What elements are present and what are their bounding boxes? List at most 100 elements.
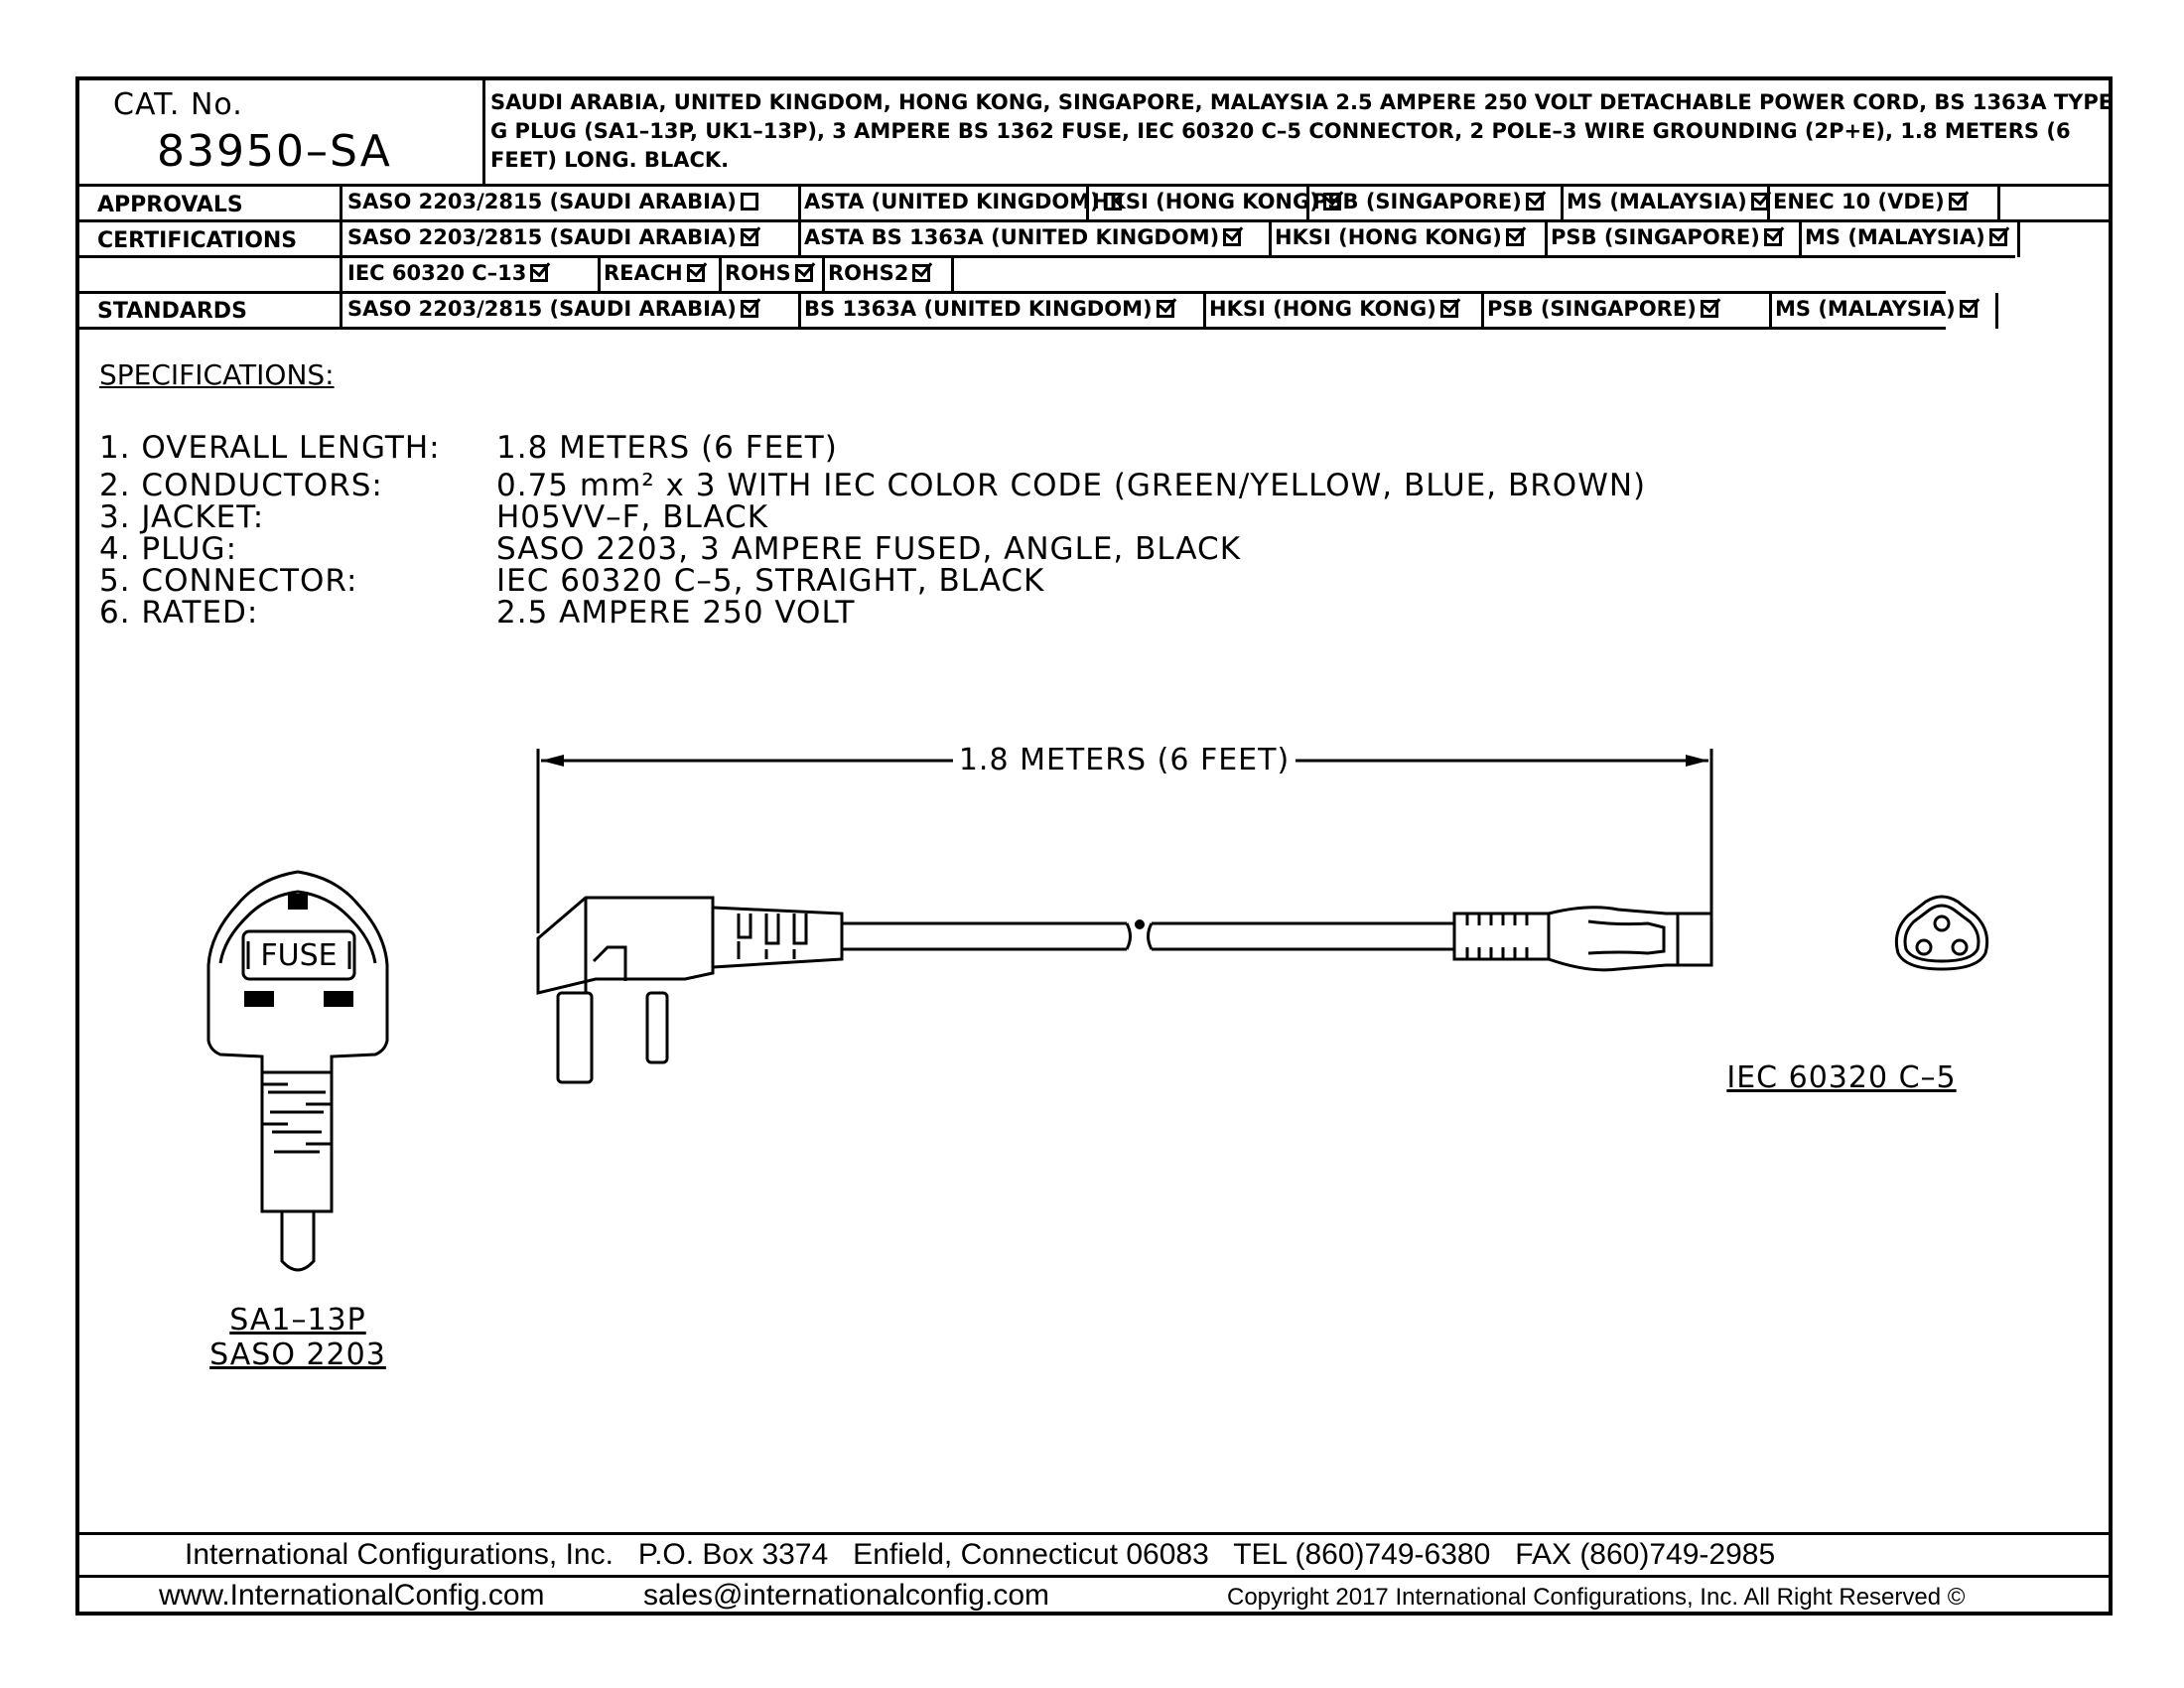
cell-divider bbox=[798, 186, 801, 221]
cell-divider bbox=[822, 257, 825, 293]
header-divider bbox=[482, 80, 485, 184]
cert-item: PSB (SINGAPORE) bbox=[1487, 299, 1718, 320]
checked-box-icon bbox=[1505, 228, 1524, 246]
checked-box-icon bbox=[1525, 193, 1544, 211]
dimension-arrow-right bbox=[1686, 755, 1708, 767]
specifications-title: SPECIFICATIONS: bbox=[99, 358, 335, 391]
checked-box-icon bbox=[1322, 193, 1341, 211]
cert-item-label: ASTA (UNITED KINGDOM) bbox=[804, 190, 1100, 213]
checked-box-icon bbox=[740, 228, 758, 246]
checked-box-icon bbox=[1988, 228, 2007, 246]
spec-label: 5. CONNECTOR: bbox=[99, 563, 358, 599]
spec-value: SASO 2203, 3 AMPERE FUSED, ANGLE, BLACK bbox=[496, 531, 1242, 567]
footer-mid-rule bbox=[79, 1575, 2113, 1578]
cell-divider bbox=[1799, 221, 1802, 257]
cert-item: IEC 60320 C–13 bbox=[347, 261, 549, 285]
cert-item-label: IEC 60320 C–13 bbox=[347, 261, 527, 285]
cell-divider bbox=[1306, 186, 1309, 221]
cell-divider bbox=[1767, 186, 1770, 221]
spec-label: 3. JACKET: bbox=[99, 499, 265, 535]
cert-item: SASO 2203/2815 (SAUDI ARABIA) bbox=[347, 192, 758, 212]
cert-item: MS (MALAYSIA) bbox=[1805, 227, 2007, 248]
checked-box-icon bbox=[912, 264, 931, 282]
spec-value: IEC 60320 C–5, STRAIGHT, BLACK bbox=[496, 563, 1045, 599]
standards-bottom-rule bbox=[79, 327, 1946, 330]
cell-divider bbox=[1203, 293, 1206, 329]
break-mark bbox=[1135, 919, 1145, 929]
cell-divider bbox=[798, 293, 801, 329]
cert-item-label: MS (MALAYSIA) bbox=[1805, 225, 1985, 249]
connector-face-view bbox=[1894, 895, 1989, 971]
cell-divider bbox=[1086, 186, 1089, 221]
certifications-label: CERTIFICATIONS bbox=[97, 228, 298, 253]
plug-pin-slots bbox=[244, 894, 353, 1007]
checked-box-icon bbox=[1223, 228, 1242, 246]
cell-divider bbox=[951, 257, 954, 293]
checked-box-icon bbox=[794, 264, 813, 282]
checked-box-icon bbox=[686, 264, 705, 282]
cell-divider bbox=[1481, 293, 1484, 329]
cert-item: SASO 2203/2815 (SAUDI ARABIA) bbox=[347, 299, 758, 320]
cert2-bottom-rule bbox=[79, 291, 1946, 294]
cell-divider bbox=[2017, 221, 2020, 257]
cert-item-label: REACH bbox=[604, 261, 683, 285]
cell-divider bbox=[719, 257, 722, 293]
cert-item-label: ROHS bbox=[725, 261, 791, 285]
empty-box-icon bbox=[740, 193, 758, 211]
cert-item-label: HKSI (HONG KONG) bbox=[1275, 225, 1502, 249]
cell-divider bbox=[798, 221, 801, 257]
cert-item-label: MS (MALAYSIA) bbox=[1775, 297, 1956, 321]
header-bottom-rule bbox=[79, 184, 2113, 187]
certifications-bottom-rule bbox=[79, 255, 2015, 258]
cert-item-label: ENEC 10 (VDE) bbox=[1773, 190, 1945, 213]
website-link[interactable]: www.InternationalConfig.com bbox=[159, 1579, 545, 1612]
spec-value: H05VV–F, BLACK bbox=[496, 499, 769, 535]
cert-item-label: PSB (SINGAPORE) bbox=[1551, 225, 1760, 249]
cert-item-label: SASO 2203/2815 (SAUDI ARABIA) bbox=[347, 297, 737, 321]
cat-number: 83950–SA bbox=[157, 126, 392, 177]
drawing-sheet: CAT. No. 83950–SA SAUDI ARABIA, UNITED K… bbox=[75, 76, 2113, 1616]
cert-item-label: BS 1363A (UNITED KINGDOM) bbox=[804, 297, 1153, 321]
empty-box-icon bbox=[1103, 193, 1122, 211]
cert-item-label: SASO 2203/2815 (SAUDI ARABIA) bbox=[347, 190, 737, 213]
spec-label: 1. OVERALL LENGTH: bbox=[99, 430, 441, 466]
approvals-label: APPROVALS bbox=[97, 193, 243, 217]
checked-box-icon bbox=[1959, 300, 1978, 318]
cert-item: ASTA (UNITED KINGDOM) bbox=[804, 192, 1122, 212]
dimension-arrow-left bbox=[541, 755, 564, 767]
standards-label-divider bbox=[340, 291, 342, 327]
cert-item-label: PSB (SINGAPORE) bbox=[1312, 190, 1522, 213]
cell-divider bbox=[1995, 293, 1998, 329]
cert-item: ASTA BS 1363A (UNITED KINGDOM) bbox=[804, 225, 1242, 249]
cert-item: HKSI (HONG KONG) bbox=[1275, 227, 1524, 248]
checked-box-icon bbox=[1700, 300, 1718, 318]
cert-item: HKSI (HONG KONG) bbox=[1209, 299, 1458, 320]
spec-value: 0.75 mm² x 3 WITH IEC COLOR CODE (GREEN/… bbox=[496, 468, 1647, 503]
checked-box-icon bbox=[1439, 300, 1458, 318]
cert-item-label: HKSI (HONG KONG) bbox=[1209, 297, 1436, 321]
plug-front-view bbox=[206, 870, 389, 1272]
cert-item-label: ASTA BS 1363A (UNITED KINGDOM) bbox=[804, 225, 1220, 249]
connector-side-view bbox=[1452, 906, 1713, 972]
cell-divider bbox=[1545, 221, 1548, 257]
plug-standard-label: SASO 2203 bbox=[209, 1337, 386, 1372]
cell-divider bbox=[598, 257, 601, 293]
checked-box-icon bbox=[1156, 300, 1174, 318]
cert-item-label: SASO 2203/2815 (SAUDI ARABIA) bbox=[347, 225, 737, 249]
spec-value: 1.8 METERS (6 FEET) bbox=[496, 430, 838, 466]
copyright-text: Copyright 2017 International Configurati… bbox=[1227, 1584, 1966, 1611]
cell-divider bbox=[1269, 221, 1272, 257]
cert-item: ENEC 10 (VDE) bbox=[1773, 192, 1967, 212]
cert-item: ROHS2 bbox=[828, 261, 931, 285]
spec-label: 4. PLUG: bbox=[99, 531, 238, 567]
checked-box-icon bbox=[1948, 193, 1967, 211]
checked-box-icon bbox=[1763, 228, 1782, 246]
cert-item-label: PSB (SINGAPORE) bbox=[1487, 297, 1697, 321]
cert-item: SASO 2203/2815 (SAUDI ARABIA) bbox=[347, 227, 758, 248]
cell-divider bbox=[1997, 186, 2000, 221]
cell-divider bbox=[1769, 293, 1772, 329]
standards-label: STANDARDS bbox=[97, 299, 247, 324]
cert-item: ROHS bbox=[725, 263, 813, 284]
email-link[interactable]: sales@internationalconfig.com bbox=[643, 1579, 1049, 1612]
cert-item-label: ROHS2 bbox=[828, 261, 909, 285]
